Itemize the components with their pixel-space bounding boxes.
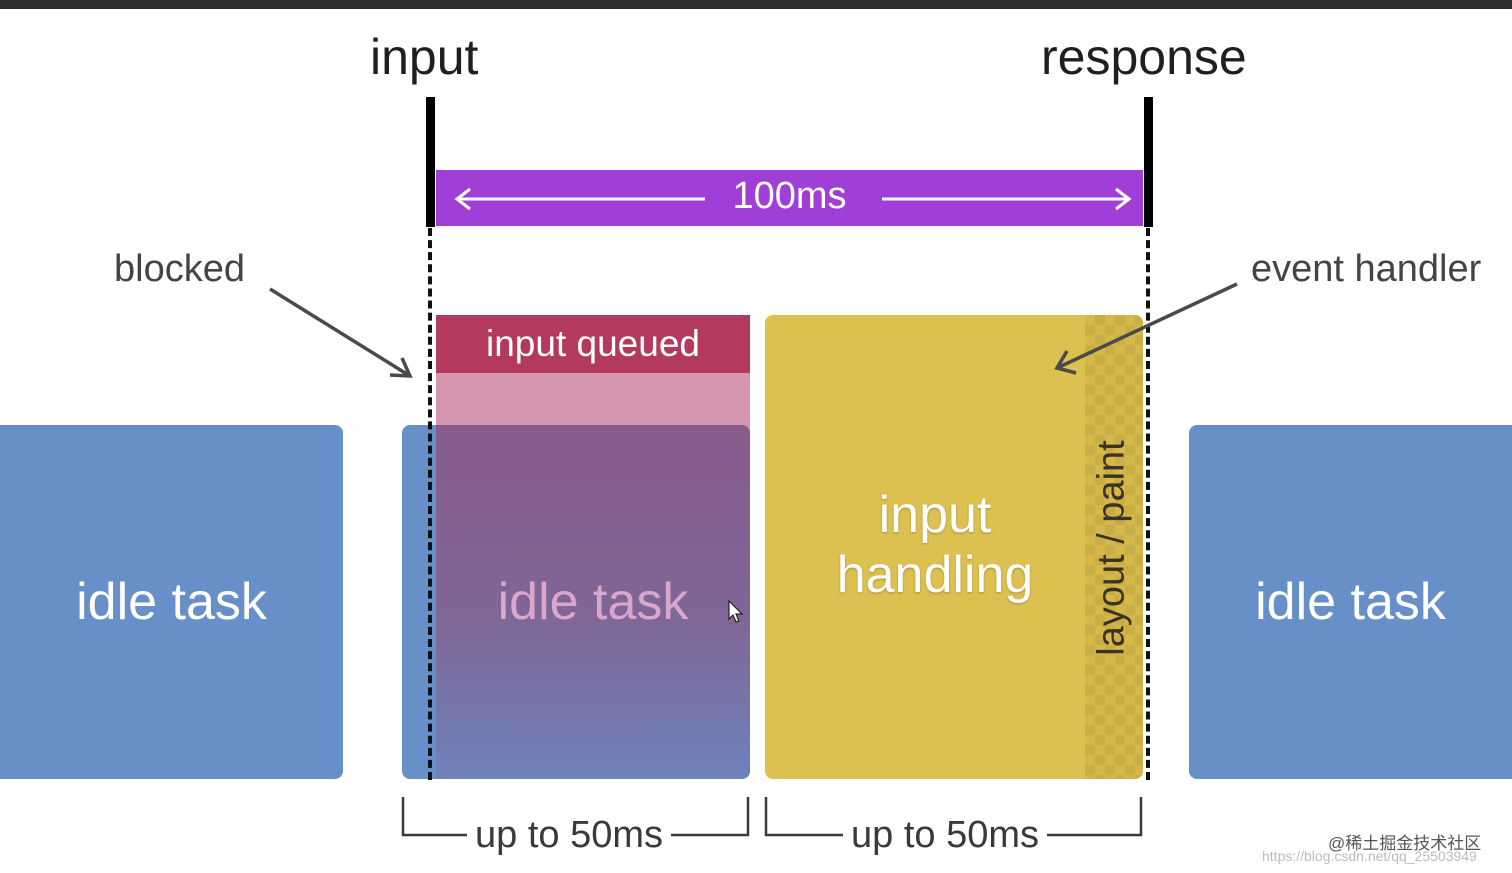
span-right-arrow bbox=[882, 187, 1132, 211]
idle-task-left: idle task bbox=[0, 425, 343, 779]
input-handling-block: input handling bbox=[765, 315, 1143, 779]
idle-task-right: idle task bbox=[1189, 425, 1512, 779]
idle-task-right-label: idle task bbox=[1255, 573, 1446, 631]
input-marker bbox=[426, 97, 435, 227]
input-queued-wait bbox=[436, 373, 750, 433]
blocked-label: blocked bbox=[114, 248, 245, 290]
top-frame-bar bbox=[0, 0, 1512, 9]
left-duration-label: up to 50ms bbox=[467, 814, 671, 857]
event-handler-label: event handler bbox=[1251, 248, 1482, 290]
response-label: response bbox=[1041, 29, 1247, 85]
watermark-text: @稀土掘金技术社区 bbox=[1328, 834, 1482, 853]
span-left-arrow bbox=[454, 187, 705, 211]
watermark-url: https://blog.csdn.net/qq_25503949 bbox=[1262, 848, 1477, 864]
span-100ms-label: 100ms bbox=[732, 175, 847, 217]
idle-task-left-label: idle task bbox=[76, 573, 267, 631]
response-dashed-line bbox=[1146, 228, 1150, 780]
blocked-arrow bbox=[269, 287, 413, 378]
span-100ms-bar: 100ms bbox=[436, 170, 1143, 226]
input-handling-label: input handling bbox=[765, 485, 1105, 605]
event-handler-arrow bbox=[1054, 282, 1238, 375]
input-dashed-line bbox=[428, 228, 432, 780]
input-handling-line1: input bbox=[878, 486, 992, 544]
idle-task-overlap-label: idle task bbox=[497, 573, 689, 631]
layout-paint-strip bbox=[1085, 315, 1143, 779]
input-queued-block: input queued bbox=[436, 315, 750, 373]
idle-task-overlap: idle task bbox=[436, 425, 750, 779]
response-marker bbox=[1144, 97, 1153, 227]
input-queued-label: input queued bbox=[486, 323, 700, 364]
mouse-cursor-icon bbox=[728, 599, 744, 623]
right-duration-label: up to 50ms bbox=[843, 814, 1047, 857]
input-handling-line2: handling bbox=[836, 546, 1034, 604]
input-label: input bbox=[370, 29, 479, 85]
